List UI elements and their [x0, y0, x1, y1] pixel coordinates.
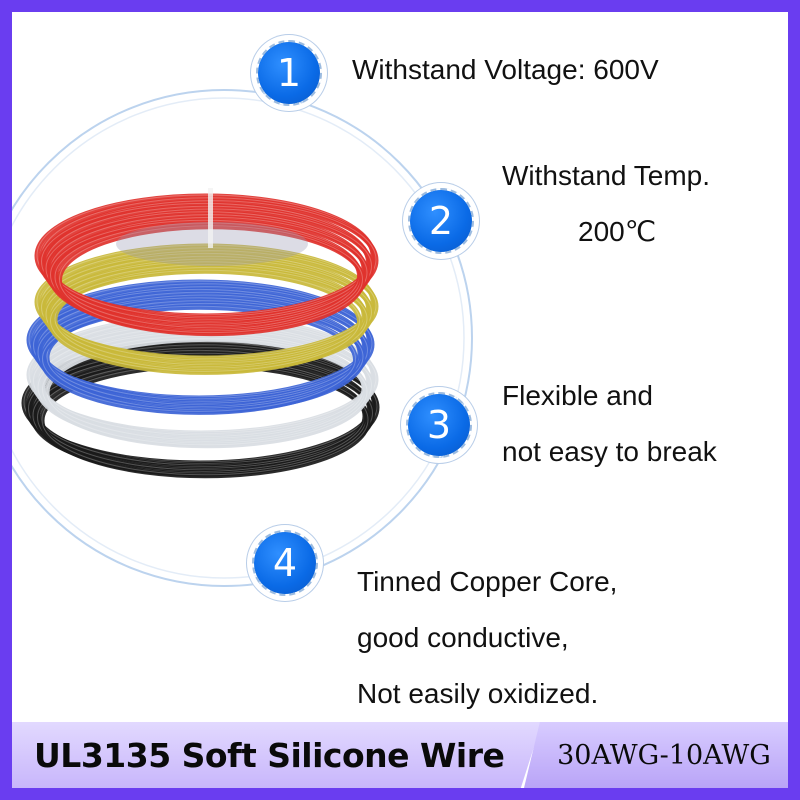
feature-1-badge: 1 — [256, 40, 322, 106]
product-card: 1 2 3 4 Withstand Voltage: 600V Withstan… — [12, 12, 788, 788]
feature-4-line-3: Not easily oxidized. — [357, 678, 599, 709]
blue-wire-coil — [26, 279, 375, 415]
feature-4-line-2: good conductive, — [357, 622, 569, 653]
feature-4-line-1: Tinned Copper Core, — [357, 566, 618, 597]
product-title: UL3135 Soft Silicone Wire — [34, 735, 505, 775]
feature-2-text: Withstand Temp. 200℃ — [502, 148, 710, 260]
feature-4-badge: 4 — [252, 530, 318, 596]
decorative-arc — [12, 89, 473, 587]
feature-3-badge: 3 — [406, 392, 472, 458]
wire-illustration — [12, 89, 473, 587]
banner-title-panel: UL3135 Soft Silicone Wire — [12, 722, 542, 788]
product-banner: UL3135 Soft Silicone Wire 30AWG-10AWG — [12, 722, 788, 788]
cable-tie — [208, 188, 213, 248]
feature-2-line-2: 200℃ — [578, 216, 657, 247]
feature-2-line-1: Withstand Temp. — [502, 160, 711, 191]
gauge-range: 30AWG-10AWG — [557, 739, 771, 771]
yellow-wire-coil — [34, 243, 379, 375]
feature-4-text: Tinned Copper Core, good conductive, Not… — [357, 554, 617, 722]
feature-1-line: Withstand Voltage: 600V — [352, 54, 659, 85]
wire-coils — [21, 188, 380, 479]
banner-range-panel: 30AWG-10AWG — [524, 722, 788, 788]
feature-1-text: Withstand Voltage: 600V — [352, 42, 659, 98]
feature-3-text: Flexible and not easy to break — [502, 368, 717, 480]
feature-3-line-1: Flexible and — [502, 380, 653, 411]
feature-3-line-2: not easy to break — [502, 436, 717, 467]
feature-2-badge: 2 — [408, 188, 474, 254]
